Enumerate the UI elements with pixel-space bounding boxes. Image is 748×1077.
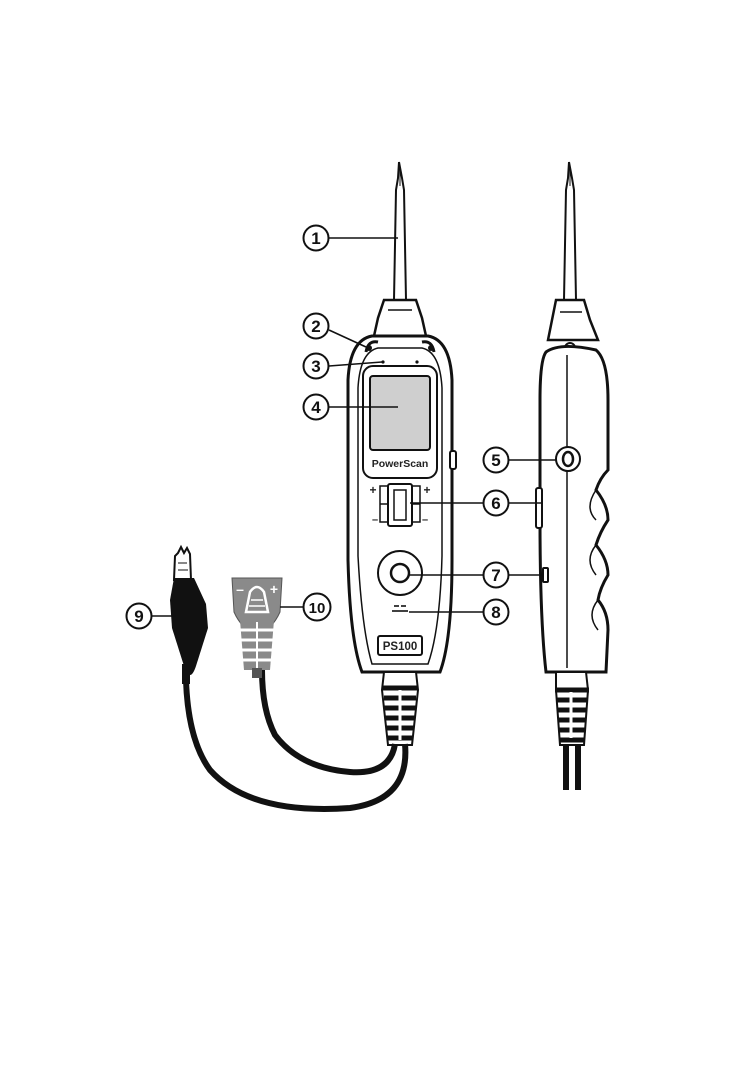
- lcd-screen: PowerScan: [363, 366, 437, 478]
- brand-label: PowerScan: [372, 458, 429, 470]
- callout-10: 10: [304, 594, 331, 621]
- callout-number: 10: [309, 600, 326, 617]
- back-probe-clamp: – +: [232, 578, 282, 678]
- flashlight-led-dot: [415, 360, 418, 363]
- front-view: PowerScan + + – –: [186, 162, 456, 809]
- callout-number: 9: [134, 607, 143, 626]
- model-label: PS100: [383, 641, 418, 653]
- callout-5: 5: [484, 448, 509, 473]
- strain-relief: [382, 672, 418, 745]
- plus-right-label: +: [423, 483, 430, 497]
- clamp-minus-label: –: [236, 581, 244, 597]
- callout-1: 1: [304, 226, 329, 251]
- callout-8: 8: [484, 600, 509, 625]
- callout-number: 5: [491, 451, 500, 470]
- callout-2: 2: [304, 314, 329, 339]
- callout-number: 7: [491, 566, 500, 585]
- callout-number: 4: [311, 398, 321, 417]
- clamp-plus-label: +: [270, 581, 278, 597]
- cables: [186, 670, 405, 809]
- callout-number: 6: [491, 494, 500, 513]
- callout-4: 4: [304, 395, 329, 420]
- callout-number: 1: [311, 229, 320, 248]
- probe-tip: [374, 162, 426, 336]
- led-left: [366, 345, 372, 351]
- callout-3: 3: [304, 354, 329, 379]
- power-side-button[interactable]: [450, 451, 456, 469]
- callout-7: 7: [484, 563, 509, 588]
- callout-6: 6: [484, 491, 509, 516]
- side-view: [536, 162, 608, 790]
- callout-number: 8: [491, 603, 500, 622]
- callout-9: 9: [127, 604, 152, 629]
- model-badge: PS100: [378, 636, 422, 655]
- led-right: [428, 345, 434, 351]
- side-power-button[interactable]: [556, 447, 580, 471]
- minus-right-label: –: [422, 514, 428, 526]
- callout-number: 3: [311, 357, 320, 376]
- callout-number: 2: [311, 317, 320, 336]
- minus-left-label: –: [372, 514, 378, 526]
- plus-left-label: +: [369, 483, 376, 497]
- round-button[interactable]: [378, 551, 422, 595]
